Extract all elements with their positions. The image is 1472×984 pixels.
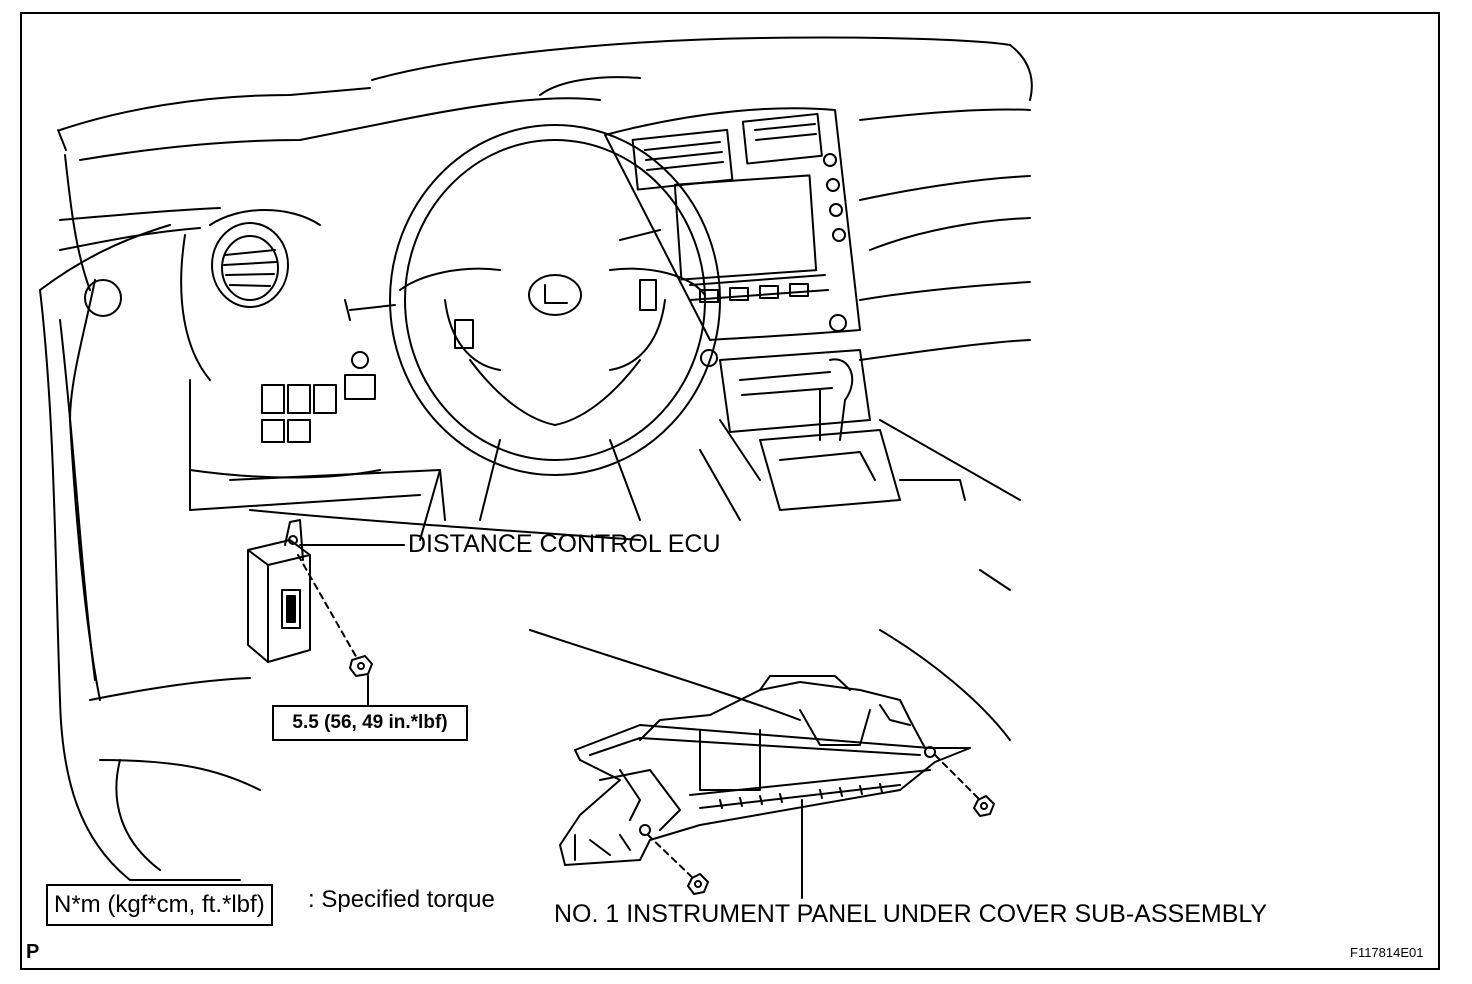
nut-icon xyxy=(349,655,373,677)
torque-spec-box: 5.5 (56, 49 in.*lbf) xyxy=(272,705,468,741)
bolt-dash-line-right xyxy=(934,754,981,801)
bolt-icon xyxy=(973,795,995,817)
dashboard-outline xyxy=(39,36,1033,361)
bolt-icon xyxy=(687,873,709,895)
ecu-label: DISTANCE CONTROL ECU xyxy=(408,530,721,558)
ecu-dash-line xyxy=(297,554,359,661)
steering-wheel-icon xyxy=(344,124,721,476)
legend-description: : Specified torque xyxy=(308,886,495,913)
figure-id: F117814E01 xyxy=(1350,945,1424,960)
a-pillar xyxy=(39,279,261,881)
bolt-dash-line-left xyxy=(647,834,696,881)
left-air-vent xyxy=(180,209,321,381)
steering-column xyxy=(419,439,741,541)
legend-units-box: N*m (kgf*cm, ft.*lbf) xyxy=(46,884,273,926)
diagram-frame xyxy=(20,12,1440,970)
under-cover-panel xyxy=(559,675,971,866)
floor-lines xyxy=(249,509,1011,741)
lexus-emblem-icon xyxy=(528,274,582,316)
switch-panel xyxy=(189,351,446,521)
corner-mark: P xyxy=(26,941,40,963)
ecu-module-icon xyxy=(247,519,311,663)
under-cover-label: NO. 1 INSTRUMENT PANEL UNDER COVER SUB-A… xyxy=(554,900,1268,928)
center-console xyxy=(604,107,871,433)
shift-lever xyxy=(719,358,1021,591)
